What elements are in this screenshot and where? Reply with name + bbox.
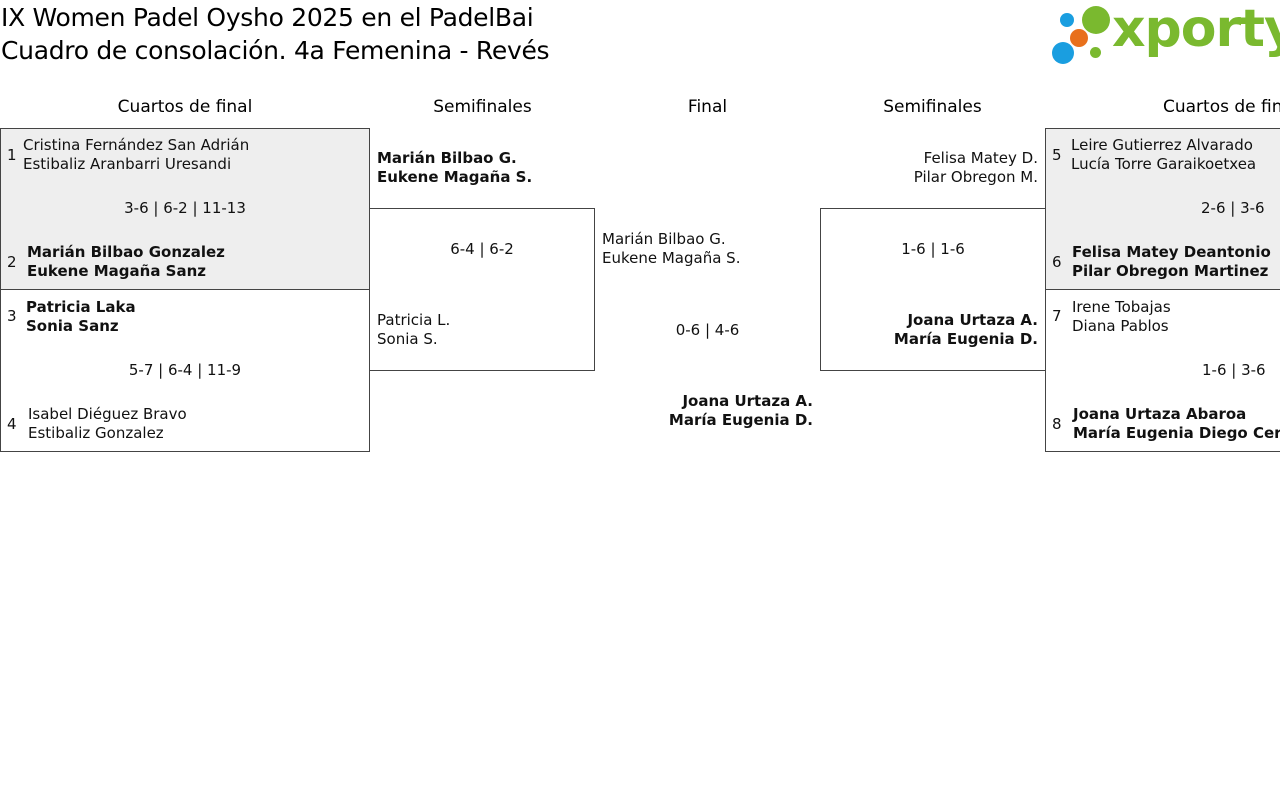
quarterfinal-match-3 <box>1045 128 1280 290</box>
round-header-left-quarterfinals: Cuartos de final <box>117 97 253 117</box>
quarterfinal-match-1 <box>0 128 370 290</box>
quarterfinal-match-4 <box>1045 289 1280 452</box>
seed-number: 6 <box>1052 253 1062 271</box>
logo-wordmark: xporty <box>1112 0 1280 59</box>
final-score: 0-6 | 4-6 <box>675 321 740 339</box>
logo-dot-green-icon <box>1082 6 1110 34</box>
champion-player-name: María Eugenia D. <box>668 411 813 429</box>
seed-number: 8 <box>1052 415 1062 433</box>
player-name: Marián Bilbao G. <box>602 230 726 248</box>
player-name-winner: Marián Bilbao G. <box>377 149 517 167</box>
logo-dot-orange-icon <box>1070 29 1088 47</box>
logo-dot-blue-icon <box>1052 42 1074 64</box>
seed-number: 1 <box>7 146 17 164</box>
player-name-winner: María Eugenia D. <box>893 330 1038 348</box>
player-name: Diana Pablos <box>1072 317 1169 335</box>
seed-number: 7 <box>1052 307 1062 325</box>
player-name: Estibaliz Aranbarri Uresandi <box>23 155 232 173</box>
match-score: 3-6 | 6-2 | 11-13 <box>124 199 246 217</box>
player-name: Patricia L. <box>377 311 451 329</box>
player-name-winner: María Eugenia Diego Cernadas <box>1073 424 1280 442</box>
match-score: 1-6 | 1-6 <box>901 240 965 258</box>
round-header-right-quarterfinals: Cuartos de final <box>1163 97 1280 117</box>
seed-number: 4 <box>7 415 17 433</box>
player-name: Felisa Matey D. <box>923 149 1038 167</box>
player-name-winner: Felisa Matey Deantonio <box>1072 243 1271 261</box>
player-name: Isabel Diéguez Bravo <box>28 405 187 423</box>
player-name: Irene Tobajas <box>1072 298 1171 316</box>
round-header-final: Final <box>687 97 728 117</box>
player-name: Sonia S. <box>377 330 438 348</box>
player-name-winner: Marián Bilbao Gonzalez <box>27 243 225 261</box>
player-name: Cristina Fernández San Adrián <box>23 136 250 154</box>
logo-dot-green-small-icon <box>1090 47 1101 58</box>
player-name: Lucía Torre Garaikoetxea <box>1071 155 1257 173</box>
player-name-winner: Joana Urtaza Abaroa <box>1073 405 1247 423</box>
semifinal-match-left <box>369 208 595 371</box>
player-name: Eukene Magaña S. <box>602 249 741 267</box>
player-name-winner: Patricia Laka <box>26 298 136 316</box>
seed-number: 5 <box>1052 146 1062 164</box>
match-score: 6-4 | 6-2 <box>450 240 514 258</box>
round-header-left-semifinals: Semifinales <box>433 97 532 117</box>
match-score: 1-6 | 3-6 <box>1202 361 1266 379</box>
logo-dot-blue-small-icon <box>1060 13 1074 27</box>
player-name: Estibaliz Gonzalez <box>28 424 164 442</box>
xporty-logo[interactable]: xporty <box>1050 0 1280 68</box>
match-score: 5-7 | 6-4 | 11-9 <box>128 361 242 379</box>
tournament-title: IX Women Padel Oysho 2025 en el PadelBai <box>1 3 534 32</box>
player-name-winner: Eukene Magaña Sanz <box>27 262 207 280</box>
player-name-winner: Eukene Magaña S. <box>377 168 533 186</box>
champion-player-name: Joana Urtaza A. <box>682 392 813 410</box>
match-score: 2-6 | 3-6 <box>1201 199 1265 217</box>
round-header-right-semifinals: Semifinales <box>883 97 982 117</box>
player-name-winner: Pilar Obregon Martinez <box>1072 262 1269 280</box>
bracket-subtitle: Cuadro de consolación. 4a Femenina - Rev… <box>1 36 550 65</box>
seed-number: 3 <box>7 307 17 325</box>
player-name: Leire Gutierrez Alvarado <box>1071 136 1253 154</box>
seed-number: 2 <box>7 253 17 271</box>
player-name-winner: Joana Urtaza A. <box>907 311 1038 329</box>
player-name-winner: Sonia Sanz <box>26 317 119 335</box>
player-name: Pilar Obregon M. <box>913 168 1038 186</box>
